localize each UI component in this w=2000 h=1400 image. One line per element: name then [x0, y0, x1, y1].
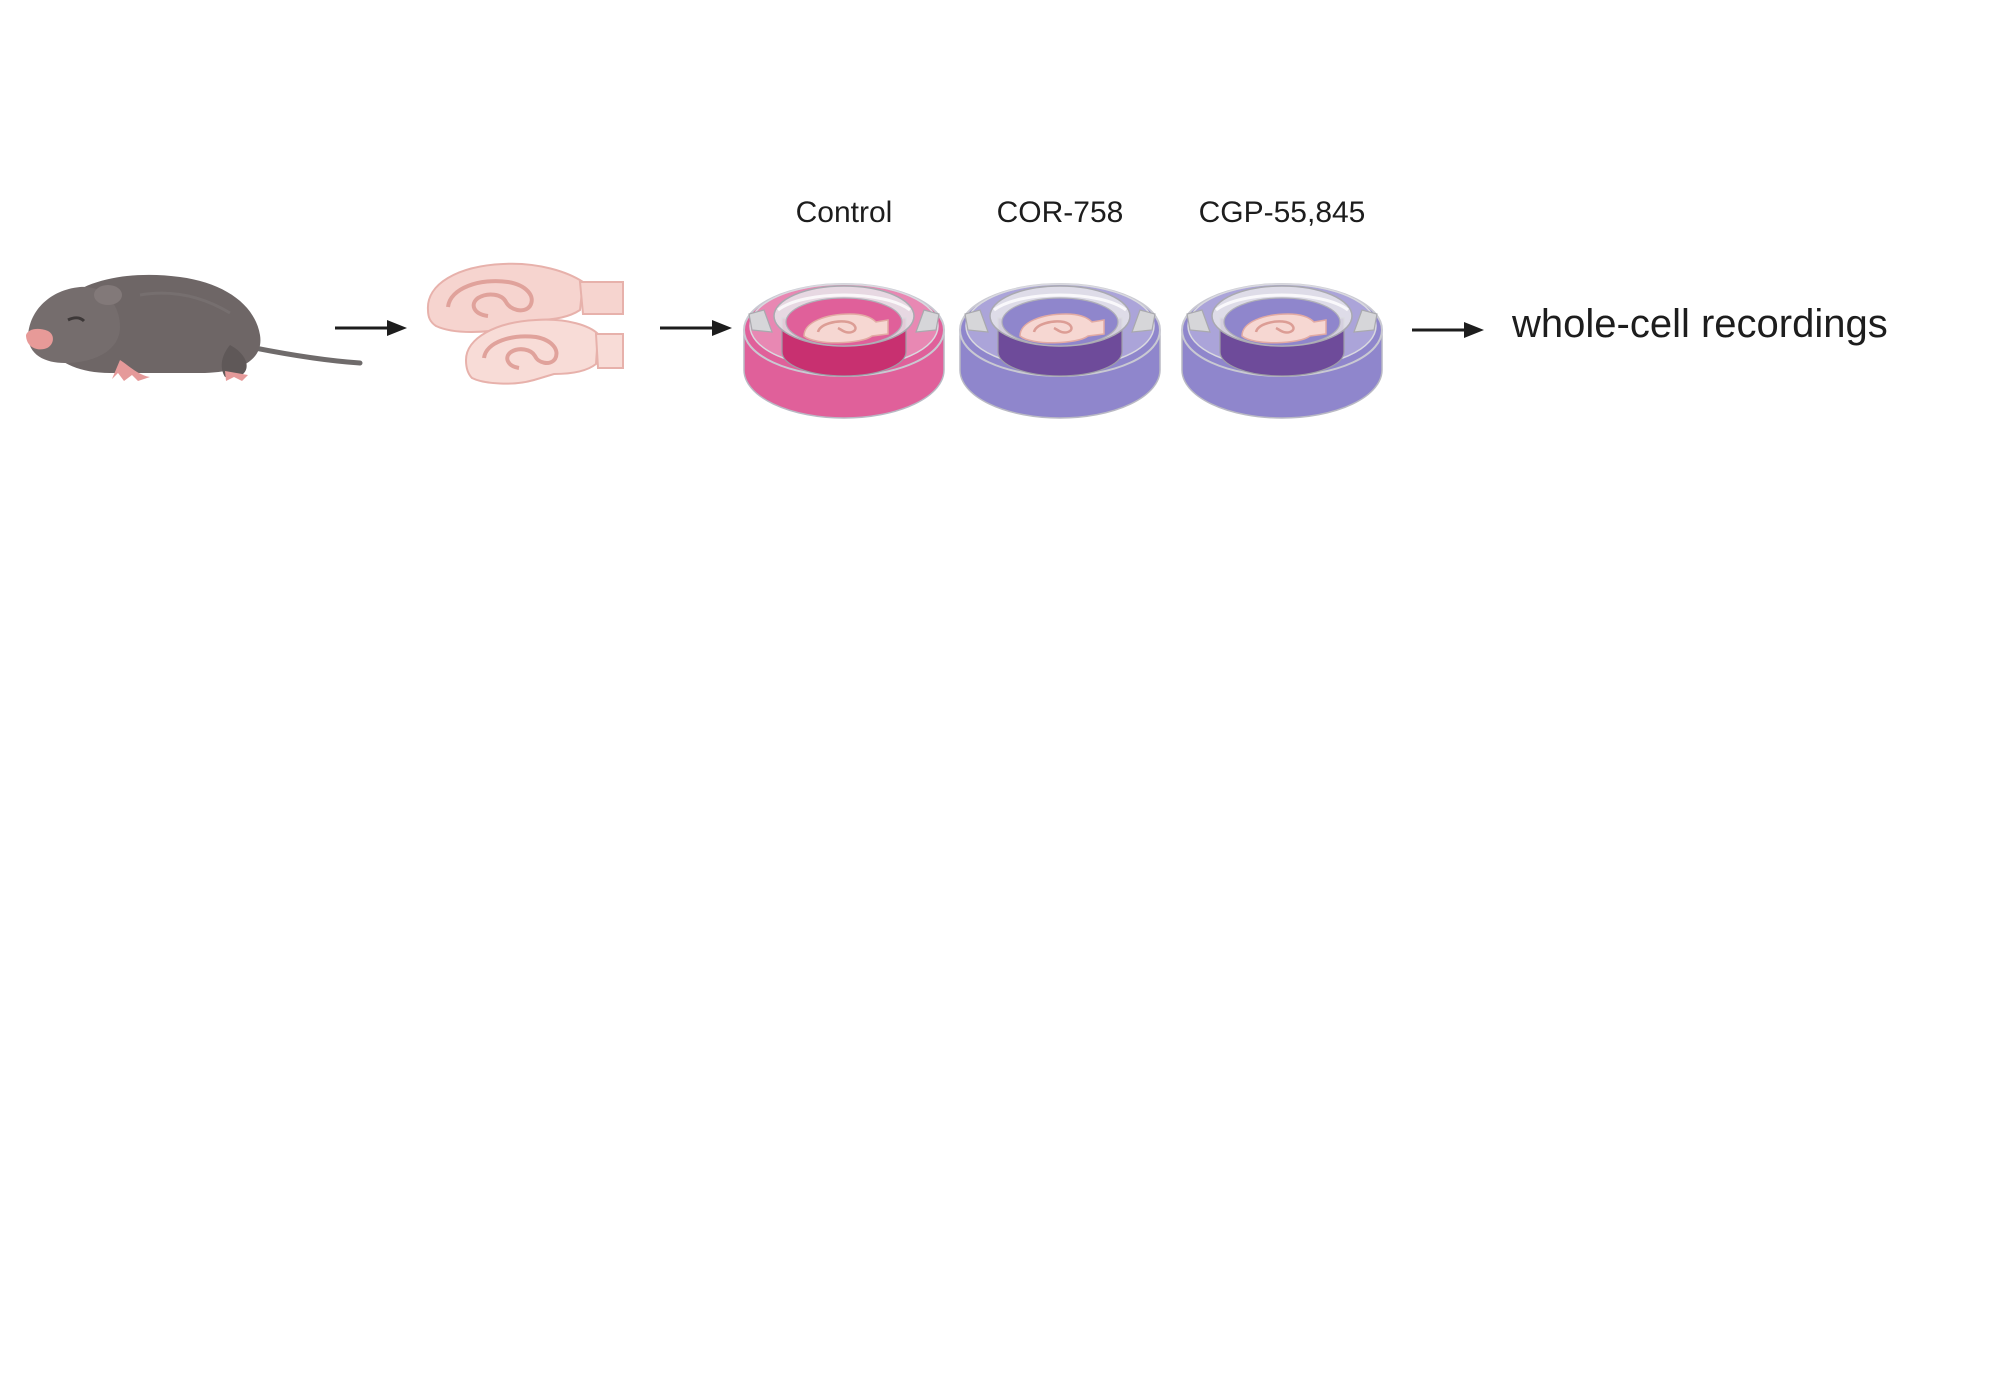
culture-dish-cor-758-icon — [959, 283, 1161, 419]
culture-dish-cgp-55845-icon — [1181, 283, 1383, 419]
hippocampal-slices-icon — [426, 262, 624, 385]
dish-label-control: Control — [795, 196, 893, 229]
culture-dish-control-icon — [743, 283, 945, 419]
dish-label-cgp-55845: CGP-55,845 — [1198, 196, 1366, 229]
dish-label-cor-758: COR-758 — [996, 196, 1124, 229]
mouse-pup-icon — [26, 274, 363, 381]
arrow-icon — [1412, 322, 1484, 338]
arrow-icon — [335, 320, 407, 336]
whole-cell-recordings-label: whole-cell recordings — [1512, 302, 1888, 346]
arrow-icon — [660, 320, 732, 336]
